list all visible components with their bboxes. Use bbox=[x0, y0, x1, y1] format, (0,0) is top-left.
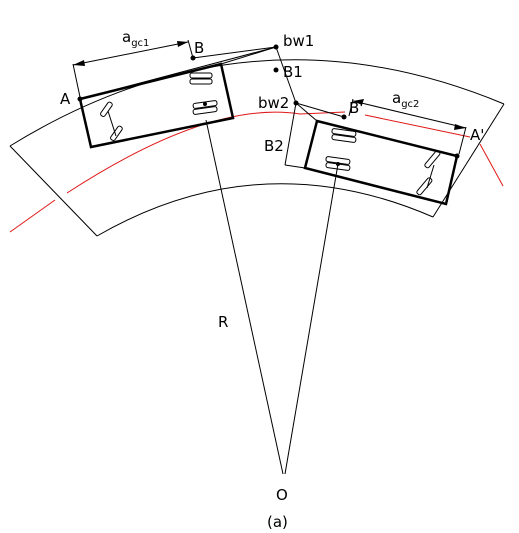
point-bw2 bbox=[293, 100, 299, 106]
line-A-to-bw1 bbox=[79, 46, 277, 100]
key-points bbox=[77, 44, 460, 166]
vehicle-1-front-wheel-upper bbox=[100, 101, 113, 117]
line-B-to-bw1 bbox=[192, 46, 277, 59]
label-B2: B2 bbox=[264, 137, 284, 155]
dimension-agc2 bbox=[348, 98, 467, 155]
road-centerline bbox=[9, 111, 504, 233]
label-agc2: agc2 bbox=[392, 89, 419, 110]
label-B: B bbox=[194, 39, 204, 57]
label-O: O bbox=[276, 486, 288, 504]
caption: (a) bbox=[267, 513, 288, 531]
vehicle-2-rear-wheel-upper bbox=[424, 150, 441, 169]
point-vehicle2-front bbox=[336, 162, 340, 166]
dimension-agc1 bbox=[72, 39, 194, 98]
label-Aprime: A' bbox=[470, 126, 484, 144]
label-R: R bbox=[218, 313, 228, 331]
vehicle-2-rear-wheel-lower bbox=[416, 177, 433, 196]
label-B1: B1 bbox=[283, 63, 303, 81]
road-outer-edge bbox=[9, 59, 505, 147]
vehicle-2-front-wheel-a bbox=[331, 128, 357, 137]
label-agc1: agc1 bbox=[122, 28, 149, 49]
line-bw2-to-Bprime bbox=[295, 102, 345, 118]
vehicle-2-front-wheel-b bbox=[331, 134, 357, 143]
point-B bbox=[190, 55, 196, 61]
point-Bprime bbox=[341, 114, 347, 120]
vehicle-2-rear-axle bbox=[426, 164, 435, 189]
vehicle-1 bbox=[78, 62, 235, 149]
vehicle-2 bbox=[303, 119, 459, 206]
line-bw1-corner bbox=[220, 46, 277, 65]
label-Bprime: B' bbox=[349, 99, 363, 117]
radius-line-right bbox=[284, 163, 339, 475]
line-bw2-to-B2 bbox=[284, 102, 297, 166]
road-left-end bbox=[9, 145, 98, 237]
radius-line-left bbox=[205, 119, 284, 475]
vehicle-1-rear-wheel-d bbox=[192, 106, 218, 115]
point-vehicle1-rear bbox=[203, 102, 207, 106]
line-bw1-to-bw2 bbox=[275, 46, 297, 104]
road-inner-edge bbox=[96, 183, 434, 237]
vehicle-1-body bbox=[78, 62, 235, 149]
vehicle-1-front-wheel-lower bbox=[110, 125, 123, 141]
point-A bbox=[77, 96, 83, 102]
swept-width-lines bbox=[79, 46, 345, 169]
point-Aprime bbox=[454, 153, 460, 159]
label-bw1: bw1 bbox=[283, 32, 314, 50]
line-B2-to-corner bbox=[284, 164, 306, 169]
vehicle-1-rear-wheel-c bbox=[192, 100, 218, 109]
road-right-end bbox=[432, 103, 505, 218]
point-bw1-lower bbox=[273, 67, 279, 73]
point-bw1 bbox=[273, 44, 279, 50]
line-bw2-to-corner bbox=[295, 102, 318, 122]
vehicle-1-front-axle bbox=[107, 110, 117, 137]
label-bw2: bw2 bbox=[258, 94, 289, 112]
vehicle-1-rear-wheel-a bbox=[189, 72, 213, 79]
vehicle-1-rear-wheel-b bbox=[189, 78, 213, 85]
vehicle-2-body bbox=[303, 119, 459, 206]
label-A: A bbox=[60, 90, 71, 108]
